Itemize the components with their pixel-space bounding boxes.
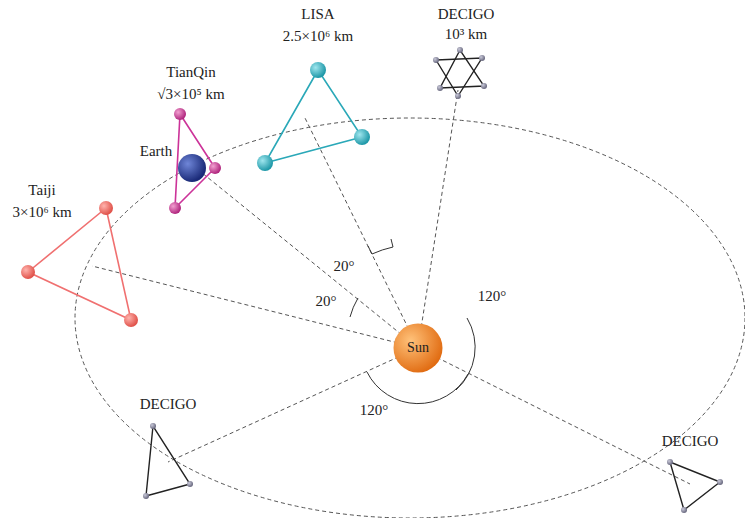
diagram-label: 20°: [316, 293, 337, 310]
diagram-label: 20°: [334, 258, 355, 275]
diagram-label: 120°: [360, 402, 389, 419]
diagram-label: 2.5×10⁶ km: [283, 28, 353, 45]
sun-circle: Sun: [393, 323, 443, 373]
diagram-label: Taiji: [28, 182, 55, 199]
diagram-label: 10³ km: [445, 26, 487, 43]
diagram-label: LISA: [301, 6, 334, 23]
node-text-wrap: Sun: [393, 323, 443, 373]
diagram-label: 3×10⁶ km: [12, 204, 71, 221]
diagram-label: DECIGO: [438, 6, 495, 23]
diagram-label: √3×10⁵ km: [157, 86, 224, 103]
diagram-label: 120°: [478, 288, 507, 305]
diagram-label: DECIGO: [662, 433, 719, 450]
diagram-label: Earth: [140, 143, 172, 160]
diagram-label: TianQin: [166, 64, 215, 81]
diagram-label: DECIGO: [140, 396, 197, 413]
node-label: Sun: [407, 340, 429, 356]
